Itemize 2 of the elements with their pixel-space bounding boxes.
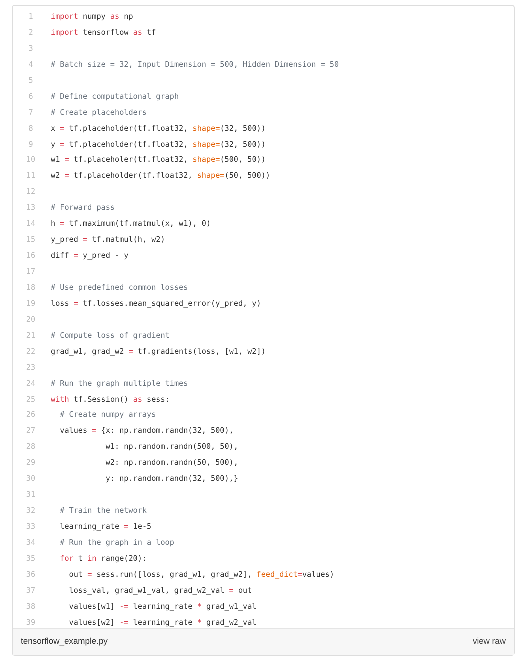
view-raw-link: view raw	[472, 636, 506, 646]
file-name-link: tensorflow_example.py	[21, 636, 108, 646]
